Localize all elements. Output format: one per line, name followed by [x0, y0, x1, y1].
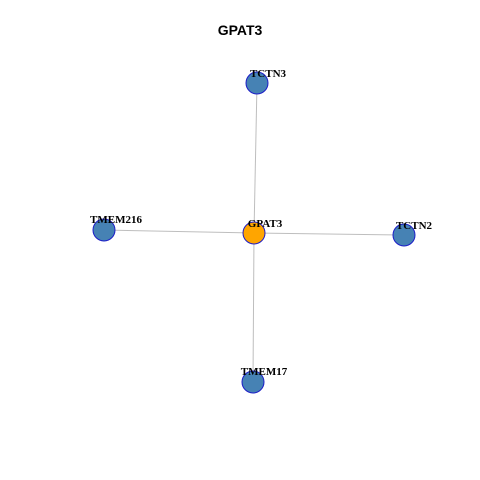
node-tmem17: [241, 370, 265, 394]
edges-layer: [103, 82, 405, 383]
node-tctn3: [245, 71, 269, 95]
edge-gpat3-tmem216: [103, 229, 255, 234]
node-label-tmem216: TMEM216: [90, 214, 142, 226]
node-tmem216: [92, 218, 116, 242]
node-label-tctn3: TCTN3: [250, 68, 287, 80]
edge-gpat3-tctn3: [253, 82, 258, 234]
edge-gpat3-tmem17: [252, 232, 255, 383]
node-gpat3: [242, 221, 266, 245]
node-label-tmem17: TMEM17: [241, 366, 288, 378]
graph-title: GPAT3: [217, 22, 263, 38]
node-label-tctn2: TCTN2: [396, 220, 433, 232]
node-tctn2: [392, 223, 416, 247]
nodes-layer: [92, 71, 416, 394]
node-label-gpat3: GPAT3: [248, 218, 283, 230]
edge-gpat3-tctn2: [253, 232, 405, 236]
